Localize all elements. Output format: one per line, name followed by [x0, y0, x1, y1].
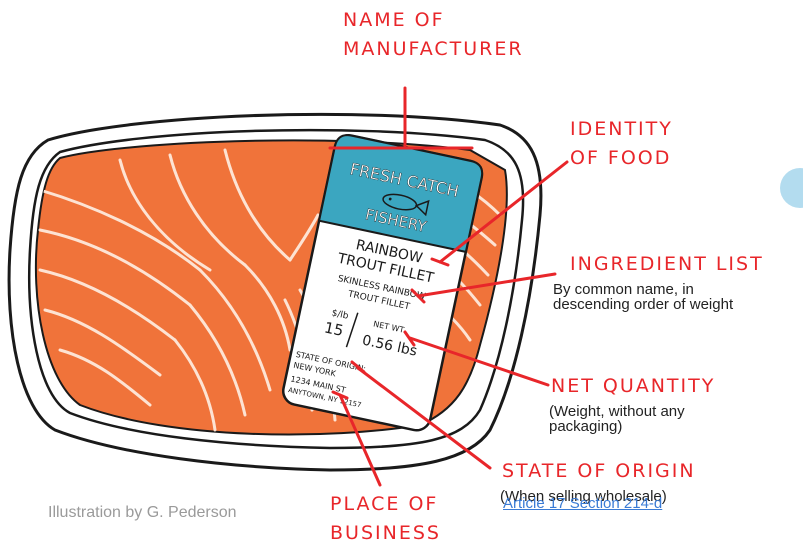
callout-manufacturer-line2: MANUFACTURER — [343, 35, 524, 64]
callout-ingredient-list: INGREDIENT LIST — [570, 250, 764, 279]
decorative-circle — [780, 168, 803, 208]
article-link[interactable]: Article 17 Section 214-d — [503, 495, 662, 512]
callout-place-line2: BUSINESS — [330, 519, 441, 548]
callout-manufacturer: NAME OF MANUFACTURER — [343, 6, 524, 64]
illustration-credit: Illustration by G. Pederson — [48, 504, 237, 522]
callout-identity-line2: OF FOOD — [570, 144, 673, 173]
callout-identity: IDENTITY OF FOOD — [570, 115, 673, 173]
ingredient-desc-line1: By common name, in — [553, 282, 733, 297]
callout-place-business: PLACE OF BUSINESS — [330, 490, 441, 548]
callout-manufacturer-line1: NAME OF — [343, 6, 524, 35]
callout-ingredient-desc: By common name, in descending order of w… — [553, 282, 733, 312]
net-quantity-desc-line1: (Weight, without any — [549, 404, 685, 419]
callout-identity-line1: IDENTITY — [570, 115, 673, 144]
callout-net-quantity-desc: (Weight, without any packaging) — [549, 404, 685, 434]
ingredient-desc-line2: descending order of weight — [553, 297, 733, 312]
callout-net-quantity: NET QUANTITY — [551, 372, 715, 401]
net-quantity-desc-line2: packaging) — [549, 419, 685, 434]
callout-place-line1: PLACE OF — [330, 490, 441, 519]
callout-state-origin: STATE OF ORIGIN — [502, 457, 696, 486]
